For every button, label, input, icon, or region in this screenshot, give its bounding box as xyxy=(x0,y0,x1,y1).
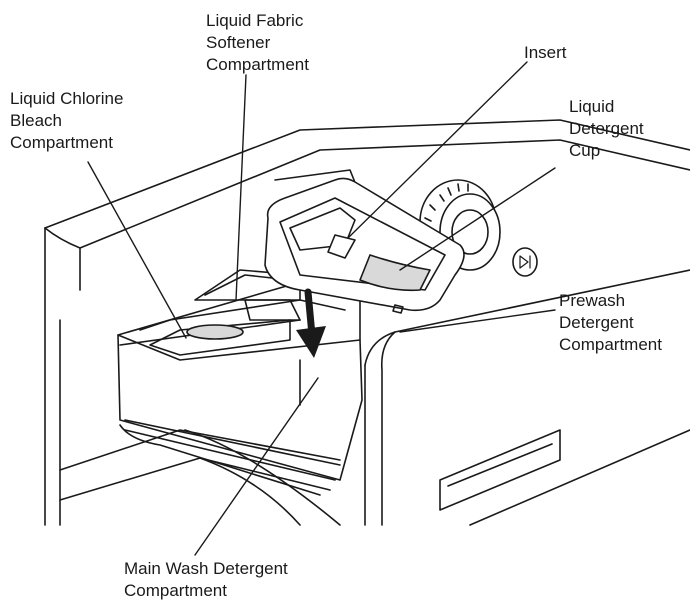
label-main-wash-line: Main Wash Detergent xyxy=(124,559,288,578)
washer-top-panel xyxy=(44,119,690,526)
label-insert-line: Insert xyxy=(524,43,567,62)
label-main-wash-line: Compartment xyxy=(124,581,227,600)
washer-front-panel xyxy=(364,269,690,526)
label-bleach-line: Compartment xyxy=(10,133,113,152)
insert-arrow xyxy=(296,288,326,358)
label-bleach-line: Bleach xyxy=(10,111,62,130)
leader-bleach xyxy=(87,161,187,339)
leader-softener xyxy=(235,74,247,301)
label-main-wash: Main Wash Detergent Compartment xyxy=(124,558,288,602)
leader-lines xyxy=(87,61,556,556)
label-softener-line: Liquid Fabric xyxy=(206,11,304,30)
leader-detergent-cup xyxy=(399,167,556,271)
label-softener-line: Softener xyxy=(206,33,271,52)
label-prewash-line: Detergent xyxy=(559,313,634,332)
label-detergent-cup-line: Cup xyxy=(569,141,601,160)
label-insert: Insert xyxy=(524,42,567,64)
label-softener: Liquid Fabric Softener Compartment xyxy=(206,10,309,76)
label-bleach-line: Liquid Chlorine xyxy=(10,89,124,108)
label-detergent-cup: Liquid Detergent Cup xyxy=(569,96,644,162)
label-prewash-line: Compartment xyxy=(559,335,662,354)
label-bleach: Liquid Chlorine Bleach Compartment xyxy=(10,88,123,154)
drawer-rails xyxy=(59,429,341,526)
dispenser-drawer xyxy=(117,269,363,496)
leader-insert xyxy=(347,61,528,239)
detergent-cup-insert xyxy=(264,177,465,314)
label-detergent-cup-line: Detergent xyxy=(569,119,644,138)
label-prewash: Prewash Detergent Compartment xyxy=(559,290,662,356)
label-detergent-cup-line: Liquid xyxy=(569,97,615,116)
label-prewash-line: Prewash xyxy=(559,291,626,310)
leader-main-wash xyxy=(194,377,319,556)
label-softener-line: Compartment xyxy=(206,55,309,74)
leader-prewash xyxy=(399,309,556,333)
